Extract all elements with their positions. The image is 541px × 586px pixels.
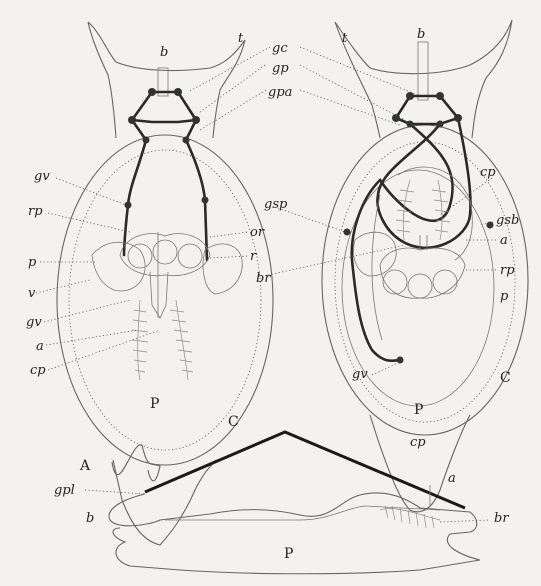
left-pericardium	[92, 242, 145, 291]
label-cp-left: cp	[30, 363, 46, 378]
label-p-right: p	[500, 289, 509, 304]
label-br-center: br	[256, 271, 271, 286]
label-a-bottom: a	[448, 471, 456, 486]
left-foot-shape	[113, 460, 216, 545]
label-P-bottom: P	[284, 546, 293, 562]
label-C-figure: C	[500, 370, 511, 386]
label-br-bottom: br	[494, 511, 509, 526]
left-nerve-ring	[132, 92, 196, 122]
label-p-left: p	[28, 255, 37, 270]
label-rp-left: rp	[28, 204, 43, 219]
right-foot	[370, 415, 470, 512]
bottom-body-outline	[109, 493, 480, 574]
label-A-figure: A	[79, 458, 91, 474]
label-gp: gp	[272, 61, 289, 76]
left-gill-r	[170, 300, 193, 380]
label-gv-lower: gv	[26, 315, 42, 330]
label-P-right: P	[414, 402, 423, 418]
label-r: r	[250, 249, 257, 264]
left-mantle	[57, 135, 273, 465]
label-a-right: a	[500, 233, 508, 248]
label-b-bottom: b	[86, 511, 94, 526]
label-b-left: b	[160, 45, 168, 60]
label-a-left: a	[36, 339, 44, 354]
bottom-figure	[109, 432, 480, 574]
label-gsp: gsp	[264, 197, 288, 212]
label-gpl: gpl	[54, 483, 75, 498]
left-foot	[112, 445, 160, 481]
label-v: v	[28, 286, 36, 301]
label-gc: gc	[272, 41, 288, 56]
label-gsb: gsb	[496, 213, 519, 228]
label-gv-right: gv	[352, 367, 368, 382]
left-gill-l	[132, 300, 148, 380]
label-b-right: b	[417, 27, 425, 42]
label-gv-upper: gv	[34, 169, 50, 184]
label-rp-right: rp	[500, 263, 515, 278]
label-t-left: t	[238, 31, 244, 46]
label-or: or	[250, 225, 265, 240]
label-P-left: P	[150, 396, 159, 412]
label-cp-bottom: cp	[410, 435, 426, 450]
label-gpa: gpa	[268, 85, 292, 100]
label-cp-right: cp	[480, 165, 496, 180]
right-gill-l	[396, 180, 414, 240]
label-t-right: t	[342, 31, 348, 46]
label-C-bottom: C	[228, 414, 239, 430]
left-mantle-inner	[69, 150, 261, 450]
left-head-outline	[88, 22, 245, 138]
